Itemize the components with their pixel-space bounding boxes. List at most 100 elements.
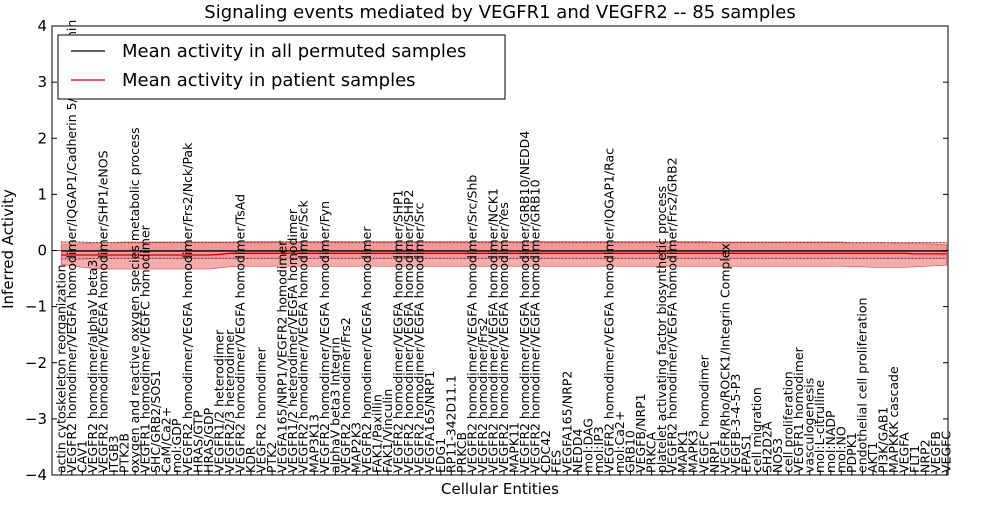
category-label: VEGFR1/2 heterodimer — [211, 329, 226, 473]
series-line-patient — [61, 252, 947, 256]
category-label: VEGFR2 homodimer/VEGFA homodimer — [359, 226, 374, 473]
category-label: oxygen and reactive oxygen species metab… — [127, 127, 142, 473]
category-label: CDC42 — [538, 430, 553, 473]
category-label: VEGFR2 homodimer/VEGFA homodimer/Src/Shb — [464, 175, 479, 473]
category-label: SHC/GRB2/SOS1 — [148, 370, 163, 473]
y-tick-label: −3 — [25, 410, 47, 428]
category-label: PDPK1 — [844, 432, 859, 473]
category-label: mol:Ca2+ — [612, 411, 627, 473]
category-label: VEGFC — [939, 431, 954, 473]
category-label: VEGFA165/NRP2 — [559, 371, 574, 473]
category-label: FAK1/Vinculin — [380, 389, 395, 473]
category-label: vasculogenesis — [802, 378, 817, 473]
category-label: VEGFR2 homodimer — [254, 346, 269, 473]
category-label: SH2D2A — [760, 421, 775, 473]
category-labels: actin cytoskeleton reorganization VEGFR2 … — [53, 20, 954, 475]
category-label: MAPK11 — [507, 422, 522, 473]
category-label: actin cytoskeleton reorganization — [53, 264, 68, 473]
y-tick-label: 0 — [37, 242, 47, 260]
category-label: CaM/Ca2+ — [159, 407, 174, 473]
category-label: NEDD4 — [570, 429, 585, 473]
chart-title: Signaling events mediated by VEGFR1 and … — [204, 2, 795, 23]
category-label: PTK2B — [117, 433, 132, 473]
category-label: FLT1 — [907, 445, 922, 473]
category-label: VEGFC homodimer — [696, 354, 711, 473]
permuted-lower-bound — [61, 257, 947, 260]
category-label: alphaV beta3 Integrin — [327, 337, 342, 473]
category-label: VEGFB/NRP1 — [633, 393, 648, 473]
category-label: mol:L-citrulline — [812, 380, 827, 473]
y-axis: −4 −3 −2 −1 0 1 2 3 4 — [25, 17, 948, 484]
category-label: VEGFA — [897, 432, 912, 473]
category-label: VEGFR2 homodimer/VEGFA homodimer/GRB10 — [528, 179, 543, 473]
category-label: PRKCB — [454, 432, 469, 473]
category-label: mol:GDP — [169, 418, 184, 473]
category-label: FES — [549, 450, 564, 473]
category-label: VEGFR2/3 heterodimer — [222, 329, 237, 473]
category-label: mol:DAG — [580, 418, 595, 473]
category-label: EDG1 — [433, 438, 448, 473]
legend-label-permuted: Mean activity in all permuted samples — [122, 41, 466, 62]
category-label: VEGFR/Rho/ROCK1/Integrin Complex — [717, 243, 732, 473]
legend-label-patient: Mean activity in patient samples — [122, 70, 416, 91]
y-tick-label: −1 — [25, 298, 47, 316]
category-label: MAPK1 — [675, 430, 690, 473]
category-label: PTK2 — [264, 442, 279, 473]
category-label: VEGFR2 homodimer/VEGFA homodimer/Frs2/Nc… — [180, 142, 195, 473]
category-label: VEGFR2 homodimer/VEGFA homodimer/NCK1 — [485, 188, 500, 473]
category-label: VEGFR2 homodimer/VEGFA homodimer/SHP1/eN… — [95, 150, 110, 473]
y-tick-label: 4 — [37, 17, 47, 35]
category-label: VEGFR1 homodimer — [791, 346, 806, 473]
category-label: VEGFR1 homodimer/VEGFC homodimer — [138, 224, 153, 473]
category-label: CAV1 — [74, 440, 89, 473]
y-tick-label: −4 — [25, 466, 47, 484]
y-tick-label: 3 — [37, 73, 47, 91]
y-tick-label: 1 — [37, 185, 47, 203]
category-label: HRAS/GTP — [190, 410, 205, 473]
category-label: VEGFR2 homodimer/VEGFA homodimer/SHP1 — [391, 189, 406, 473]
category-label: VEGFR2 homodimer/VEGFA homodimer/TsAd — [232, 194, 247, 473]
category-label: VEGFB-3-4-5-P3 — [728, 374, 743, 473]
category-label: mol:IP3 — [591, 426, 606, 473]
category-label: GRB10 — [622, 430, 637, 473]
category-label: VEGFB — [928, 431, 943, 473]
category-label: KDR — [243, 446, 258, 473]
category-label: NRP1 — [707, 439, 722, 473]
category-label: PI3K/GAB1 — [875, 407, 890, 473]
category-label: EPAS1 — [738, 434, 753, 473]
category-label: FAK1/Paxillin — [370, 394, 385, 473]
category-label: HRAS/GDP — [201, 407, 216, 473]
legend: Mean activity in all permuted samples Me… — [57, 34, 506, 100]
category-label: VEGFA165/NRP1 — [422, 371, 437, 473]
y-axis-label: Inferred Activity — [0, 189, 17, 309]
legend-box — [57, 34, 506, 100]
category-label: VEGFR1/2 heterodimer/VEGFA homodimer — [285, 208, 300, 473]
category-label: cell migration — [749, 387, 764, 473]
category-label: mol:NADP — [823, 410, 838, 473]
category-label: AKT1 — [865, 442, 880, 473]
category-label: VEGFR2 homodimer/alphaV beta3 — [85, 260, 100, 473]
category-label: PRKCA — [644, 432, 659, 473]
category-label: VEGFR2 homodimer/Frs2 — [475, 317, 490, 473]
patient-range-band — [60, 241, 948, 270]
category-label: VEGFR2 homodimer/VEGFA homodimer/GRB10/N… — [517, 131, 532, 473]
category-label: MAPK3 — [686, 430, 701, 473]
category-label: MAP2K3 — [348, 422, 363, 473]
y-tick-label: 2 — [37, 129, 47, 147]
category-label: NRP2 — [918, 439, 933, 473]
category-label: ITGB3 — [106, 435, 121, 473]
x-axis-label: Cellular Entities — [441, 480, 559, 498]
category-label: VEGFR2 homodimer/VEGFA homodimer/IQGAP1/… — [601, 148, 616, 473]
category-label: VEGFR2 homodimer/VEGFA homodimer/Yes — [496, 202, 511, 473]
category-label: platelet activating factor biosynthetic … — [654, 186, 669, 473]
category-label: MAP3K13 — [306, 414, 321, 473]
category-label: mol:NO — [833, 426, 848, 473]
category-label: RP11-342D11.1 — [443, 375, 458, 473]
category-label: VEGFR2 homodimer/VEGFA homodimer/Fyn — [317, 201, 332, 473]
y-tick-label: −2 — [25, 354, 47, 372]
permuted-upper-bound — [61, 241, 947, 244]
category-label: VEGFR2 homodimer/VEGFA homodimer/SHP2 — [401, 189, 416, 473]
category-label: VEGFR2 homodimer/VEGFA homodimer/Frs2/GR… — [665, 157, 680, 473]
category-label: MAPKKK cascade — [886, 366, 901, 473]
